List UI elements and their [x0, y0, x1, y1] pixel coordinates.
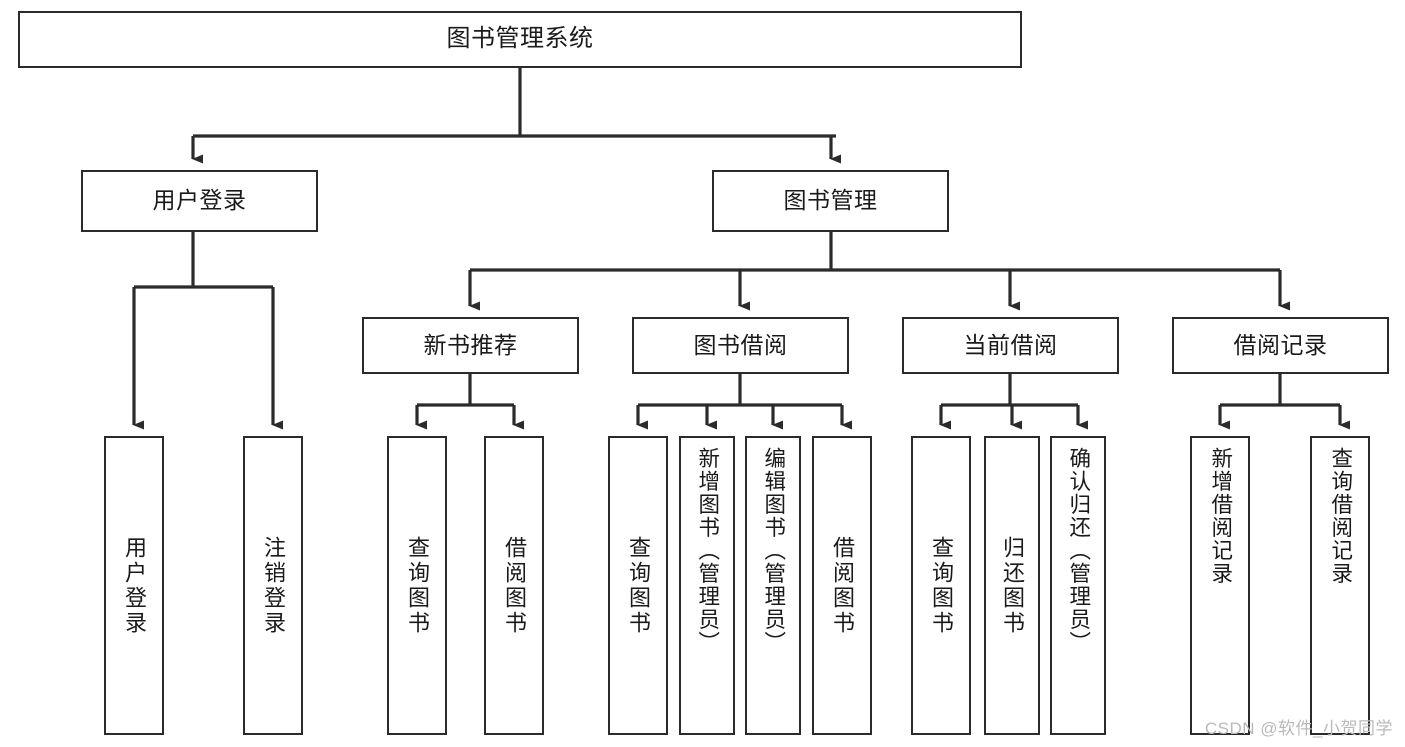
node-leaf-borrow-book-nbr[interactable]: 借阅图书: [484, 436, 544, 735]
node-level3-new-book-recommend[interactable]: 新书推荐: [362, 317, 579, 374]
node-level2-book-management[interactable]: 图书管理: [712, 170, 949, 232]
node-leaf-edit-book-admin[interactable]: 编辑图书（管理员）: [745, 436, 801, 735]
node-leaf-borrow-book-bb[interactable]: 借阅图书: [812, 436, 872, 735]
node-leaf-add-book-admin-label: 新增图书（管理员）: [695, 447, 720, 654]
node-leaf-query-borrow-record[interactable]: 查询借阅记录: [1310, 436, 1370, 735]
node-leaf-query-borrow-record-label: 查询借阅记录: [1328, 447, 1353, 585]
node-leaf-user-login[interactable]: 用户登录: [104, 436, 164, 735]
node-level3-borrow-record[interactable]: 借阅记录: [1172, 317, 1389, 374]
node-leaf-user-login-label: 用户登录: [122, 535, 147, 636]
csdn-watermark: CSDN @软件_小贺同学: [1204, 719, 1393, 738]
node-leaf-return-book[interactable]: 归还图书: [984, 436, 1040, 735]
node-level2-user-login[interactable]: 用户登录: [81, 170, 318, 232]
node-level2-user-login-label: 用户登录: [152, 187, 247, 214]
node-level2-book-management-label: 图书管理: [783, 187, 878, 214]
node-leaf-logout-label: 注销登录: [261, 535, 286, 636]
node-leaf-query-book-bb-label: 查询图书: [626, 535, 651, 636]
node-root-label: 图书管理系统: [446, 25, 594, 53]
node-level3-current-borrow-label: 当前借阅: [963, 331, 1058, 358]
node-leaf-query-book-cb[interactable]: 查询图书: [911, 436, 971, 735]
node-leaf-borrow-book-nbr-label: 借阅图书: [502, 535, 527, 636]
node-leaf-confirm-return-admin-label: 确认归还（管理员）: [1066, 447, 1091, 654]
node-leaf-confirm-return-admin[interactable]: 确认归还（管理员）: [1050, 436, 1106, 735]
node-level3-book-borrow[interactable]: 图书借阅: [632, 317, 849, 374]
node-leaf-query-book-nbr-label: 查询图书: [405, 535, 430, 636]
node-leaf-query-book-nbr[interactable]: 查询图书: [387, 436, 447, 735]
node-leaf-borrow-book-bb-label: 借阅图书: [830, 535, 855, 636]
node-level3-new-book-recommend-label: 新书推荐: [423, 331, 518, 358]
node-level3-current-borrow[interactable]: 当前借阅: [902, 317, 1119, 374]
node-leaf-query-book-bb[interactable]: 查询图书: [608, 436, 668, 735]
node-leaf-query-book-cb-label: 查询图书: [929, 535, 954, 636]
node-leaf-edit-book-admin-label: 编辑图书（管理员）: [761, 447, 786, 654]
node-leaf-logout[interactable]: 注销登录: [243, 436, 303, 735]
node-leaf-add-book-admin[interactable]: 新增图书（管理员）: [679, 436, 735, 735]
node-level3-book-borrow-label: 图书借阅: [693, 331, 788, 358]
node-leaf-add-borrow-record-label: 新增借阅记录: [1208, 447, 1233, 585]
node-level3-borrow-record-label: 借阅记录: [1233, 331, 1328, 358]
node-root[interactable]: 图书管理系统: [18, 11, 1022, 68]
node-leaf-add-borrow-record[interactable]: 新增借阅记录: [1190, 436, 1250, 735]
node-leaf-return-book-label: 归还图书: [1000, 535, 1025, 636]
